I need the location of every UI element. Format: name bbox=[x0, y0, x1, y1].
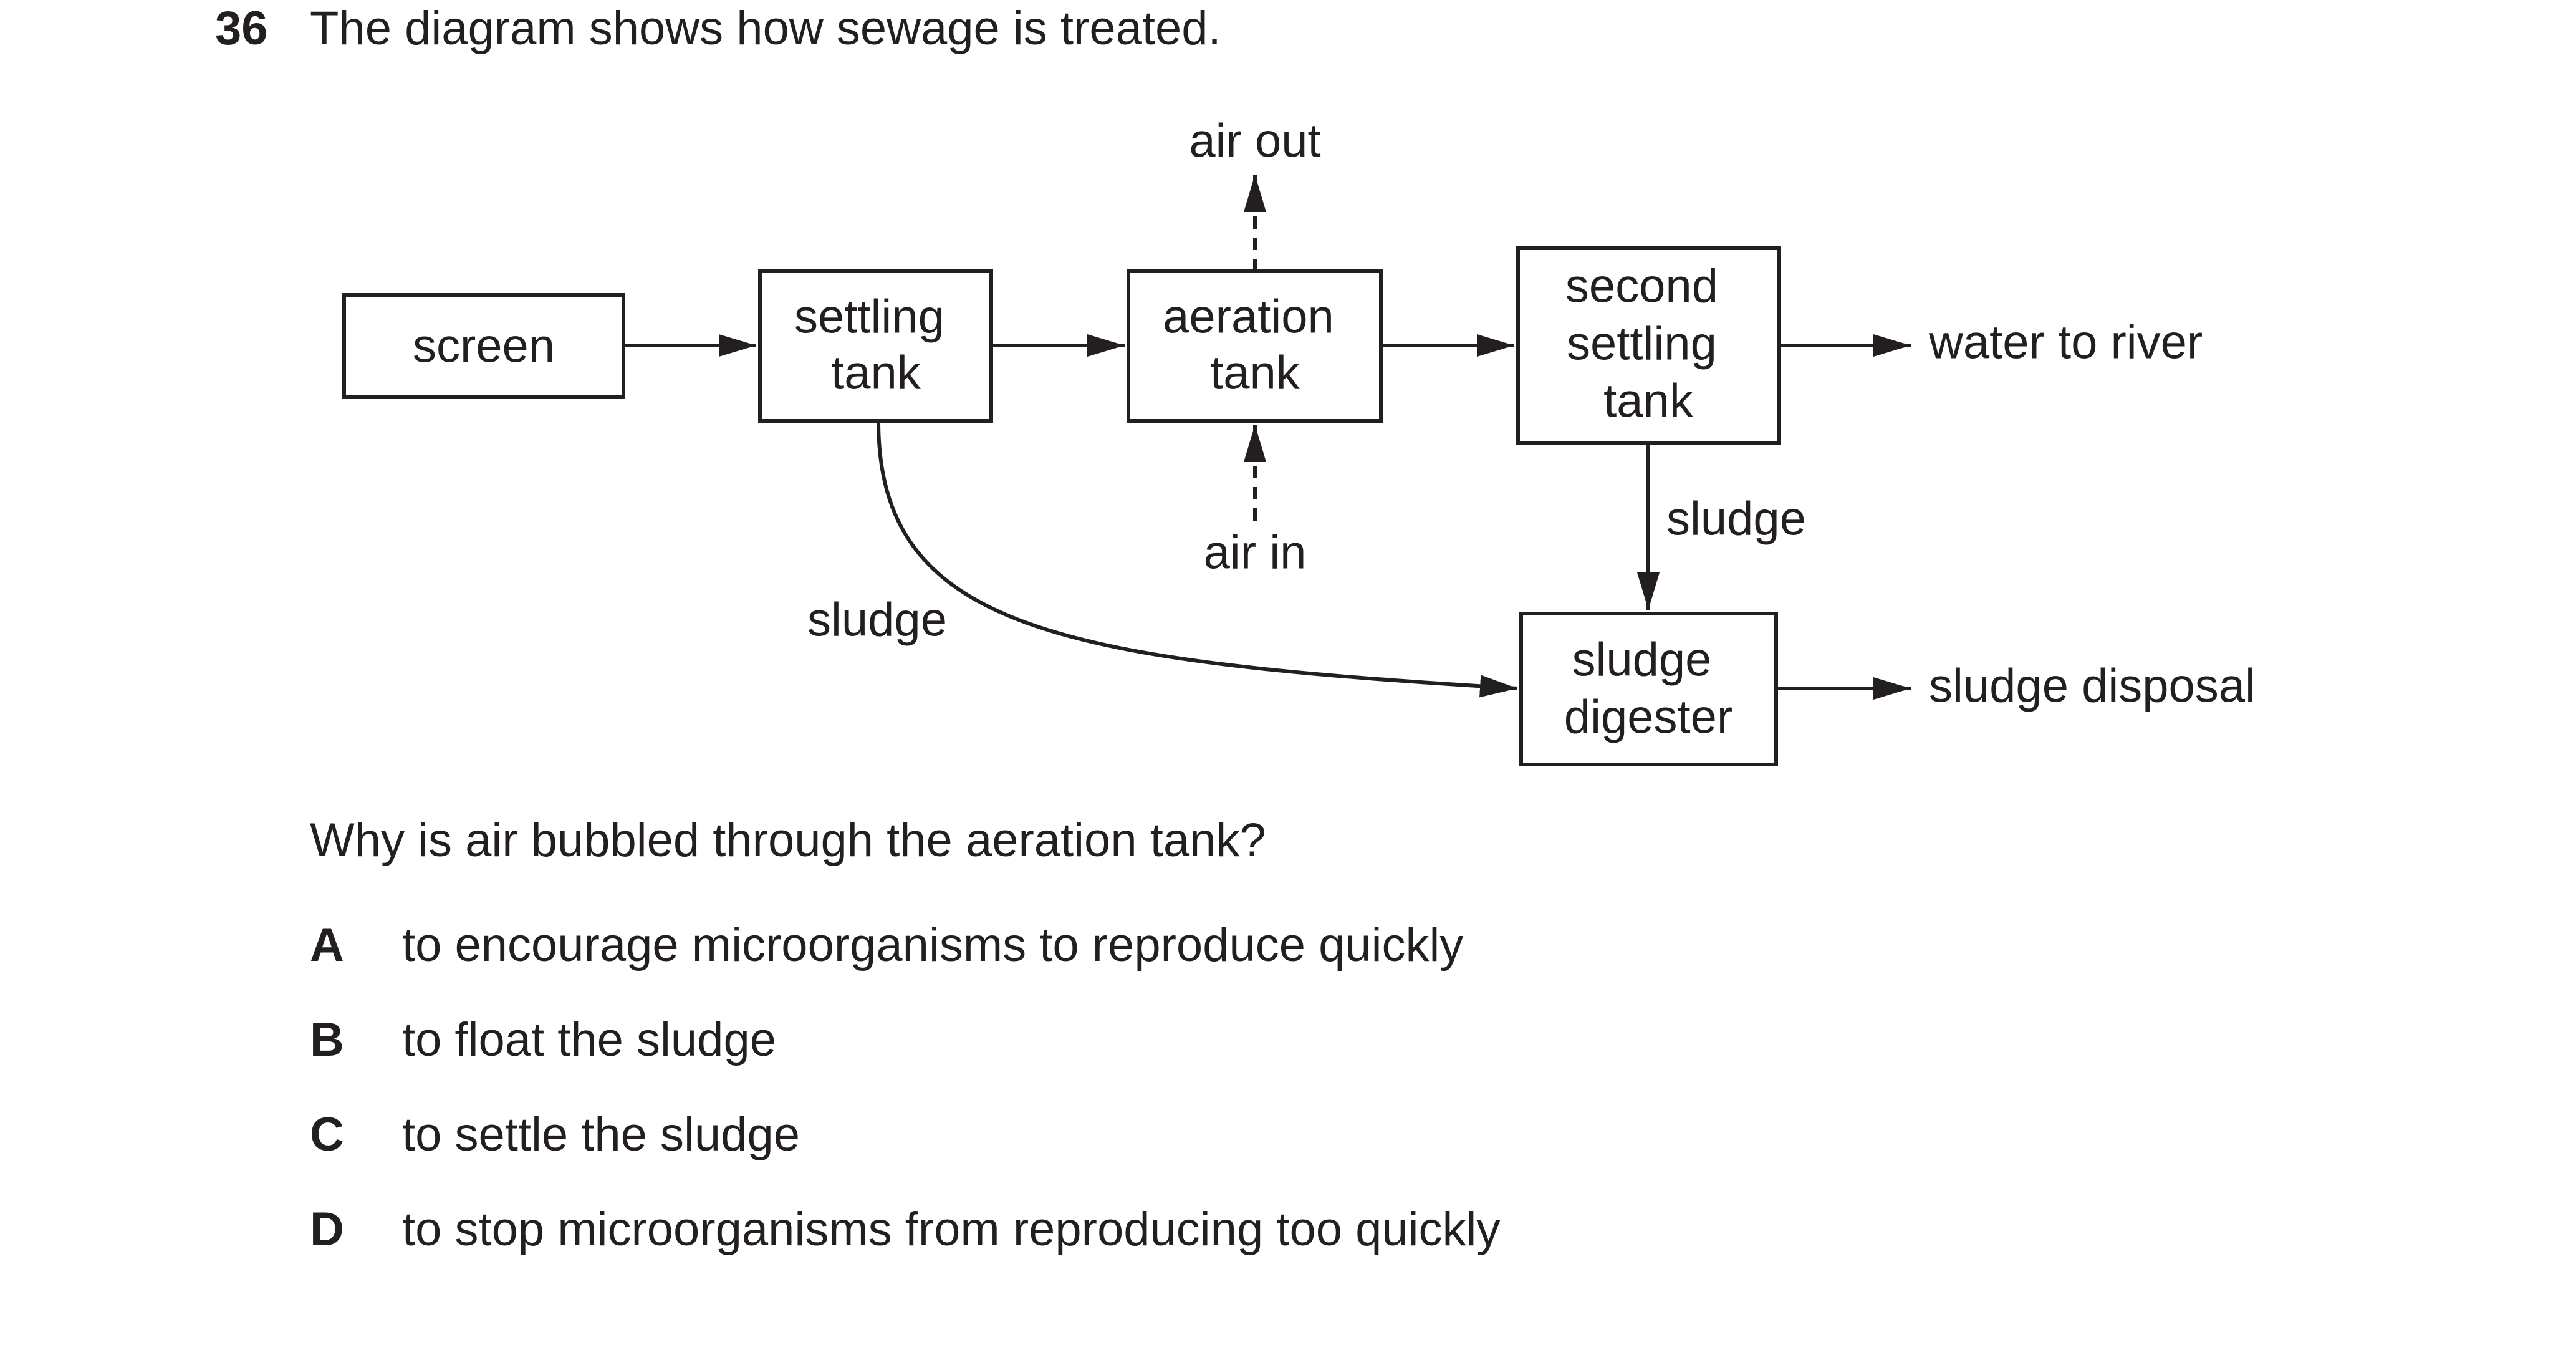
second-settling-tank-label: second settling tank bbox=[1565, 244, 1731, 428]
air-out-label: air out bbox=[1189, 115, 1320, 168]
question-stem: The diagram shows how sewage is treated. bbox=[310, 2, 1221, 55]
sludge-label-second-settling: sludge bbox=[1666, 493, 1806, 546]
screen-label: screen bbox=[413, 320, 555, 373]
sludge-digester-label: sludge digester bbox=[1564, 617, 1733, 744]
option-text: to float the sludge bbox=[402, 1013, 776, 1066]
option-letter: D bbox=[310, 1203, 344, 1256]
water-to-river-label: water to river bbox=[1928, 316, 2203, 369]
arrow-settling-sludge-to-digester bbox=[877, 420, 1518, 698]
option-text: to encourage microorganisms to reproduce… bbox=[402, 919, 1464, 972]
question-number: 36 bbox=[215, 2, 268, 55]
aeration-tank-label: aeration tank bbox=[1163, 274, 1347, 400]
settling-tank-label: settling tank bbox=[794, 274, 958, 400]
sewage-treatment-diagram: screen settling tank aeration tank secon… bbox=[342, 115, 2256, 766]
option-text: to stop microorganisms from reproducing … bbox=[402, 1203, 1501, 1256]
sludge-label-settling: sludge bbox=[807, 594, 947, 647]
sludge-disposal-label: sludge disposal bbox=[1929, 660, 2256, 713]
option-letter: A bbox=[310, 919, 344, 972]
option-letter: C bbox=[310, 1108, 344, 1161]
option-text: to settle the sludge bbox=[402, 1108, 800, 1161]
option-letter: B bbox=[310, 1013, 344, 1066]
air-in-label: air in bbox=[1204, 526, 1307, 579]
question-prompt: Why is air bubbled through the aeration … bbox=[310, 814, 1266, 867]
